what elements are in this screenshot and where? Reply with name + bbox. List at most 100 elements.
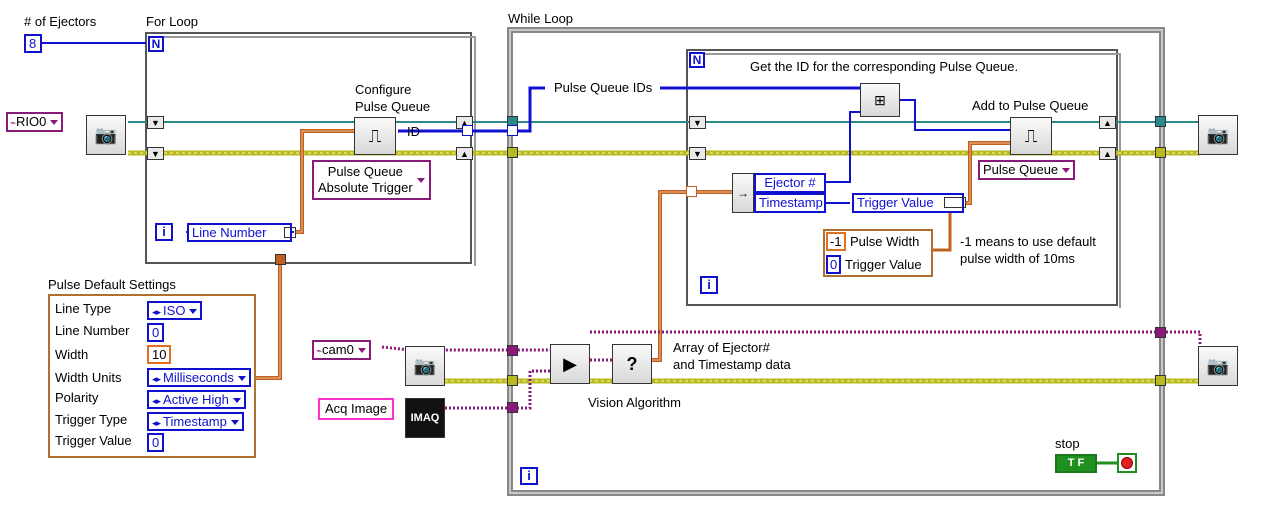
- pulse-default-settings-label: Pulse Default Settings: [48, 277, 176, 292]
- dropdown-arrow-icon: [50, 120, 59, 126]
- cam-error-tunnel: [507, 375, 518, 386]
- ejector-num-element[interactable]: Ejector #: [754, 173, 826, 193]
- error-tunnel-left: ▼: [147, 147, 164, 160]
- cam-error-tunnel-right: [1155, 375, 1166, 386]
- cam-resource-control[interactable]: ⌁cam0: [312, 340, 371, 360]
- add-to-pulse-queue-label: Add to Pulse Queue: [972, 98, 1089, 113]
- for-loop-iteration-terminal: i: [155, 223, 173, 241]
- dropdown-arrow-icon: [189, 309, 198, 315]
- array-comment-1: Array of Ejector#: [673, 340, 770, 355]
- trigger-value-bundle[interactable]: Trigger Value: [852, 193, 964, 213]
- settings-row-label-2: Width: [55, 347, 89, 362]
- dropdown-arrow-icon: [237, 376, 246, 382]
- num-ejectors-label: # of Ejectors: [24, 14, 97, 29]
- camera-close-icon: 📷: [1198, 346, 1238, 386]
- inner-error-tunnel-left: ▼: [689, 147, 706, 160]
- get-id-comment: Get the ID for the corresponding Pulse Q…: [750, 59, 1019, 74]
- configure-label-2: Pulse Queue: [355, 99, 431, 114]
- for-loop-label: For Loop: [146, 14, 199, 29]
- io-name-icon: ⌁: [316, 346, 323, 357]
- pulse-queue-absolute-ring[interactable]: Pulse Queue Absolute Trigger: [312, 160, 431, 200]
- stop-label: stop: [1055, 436, 1080, 451]
- trigger-value-label: Trigger Value: [845, 257, 922, 272]
- trigger-value-constant[interactable]: 0: [826, 255, 842, 274]
- settings-line-type[interactable]: ◂▸ISO: [147, 301, 203, 320]
- pulse-queue-ring-value: Pulse Queue: [983, 162, 1059, 177]
- error-shift-register-right: [1155, 147, 1166, 158]
- id-array-tunnel: [462, 125, 473, 136]
- settings-value-4: Active High: [163, 392, 229, 407]
- grab-icon[interactable]: ▶: [550, 344, 590, 384]
- imaq-create-icon: IMAQ: [405, 398, 445, 438]
- settings-width[interactable]: 10: [147, 345, 172, 364]
- dropdown-arrow-icon: [1062, 168, 1071, 174]
- settings-value-3: Milliseconds: [163, 370, 234, 385]
- cam-tunnel: [507, 345, 518, 356]
- loop-condition-terminal: [1117, 453, 1137, 473]
- default-width-comment-1: -1 means to use default: [960, 234, 1096, 249]
- settings-trigger-value[interactable]: 0: [147, 433, 165, 452]
- rio-resource-control[interactable]: ⌁RIO0: [6, 112, 64, 132]
- dropdown-arrow-icon: [416, 177, 425, 183]
- ref-shift-register-right: [1155, 116, 1166, 127]
- id-array-tunnel-while: [507, 125, 518, 136]
- settings-polarity[interactable]: ◂▸Active High: [147, 390, 246, 409]
- settings-row-label-0: Line Type: [55, 301, 112, 316]
- settings-row-label-6: Trigger Value: [55, 433, 132, 448]
- configure-label-1: Configure: [355, 82, 412, 97]
- bundle-terminal: [284, 227, 296, 238]
- for-loop-count-terminal: N: [148, 36, 164, 52]
- imaq-text: IMAQ: [410, 412, 440, 424]
- ring-text-1: Pulse Queue: [327, 164, 403, 179]
- image-tunnel: [507, 402, 518, 413]
- id-label: ID: [407, 124, 420, 139]
- pulse-width-constant[interactable]: -1: [826, 232, 846, 251]
- stop-condition-icon: [1121, 457, 1133, 469]
- vision-algorithm-icon[interactable]: ?: [612, 344, 652, 384]
- ring-text-2: Absolute Trigger: [318, 180, 413, 195]
- pulse-queue-ring[interactable]: Pulse Queue: [978, 160, 1076, 180]
- open-session-icon: 📷: [86, 115, 126, 155]
- error-tunnel-right: ▲: [456, 147, 473, 160]
- while-loop-iteration-terminal: i: [520, 467, 538, 485]
- dropdown-arrow-icon: [357, 348, 366, 354]
- error-shift-register-left: [507, 147, 518, 158]
- num-ejectors-control[interactable]: 8: [24, 34, 42, 53]
- dropdown-arrow-icon: [232, 398, 241, 404]
- configure-pulse-queue-icon[interactable]: ⎍: [354, 117, 396, 155]
- settings-value-5: Timestamp: [163, 414, 227, 429]
- default-width-comment-2: pulse width of 10ms: [960, 251, 1075, 266]
- close-session-icon: 📷: [1198, 115, 1238, 155]
- enum-arrows-icon: ◂▸: [152, 374, 162, 384]
- add-to-pulse-queue-icon[interactable]: ⎍: [1010, 117, 1052, 155]
- line-number-unbundle[interactable]: Line Number: [187, 223, 293, 242]
- enum-arrows-icon: ◂▸: [152, 307, 162, 317]
- inner-ref-tunnel-left: ▼: [689, 116, 706, 129]
- while-loop-label: While Loop: [508, 11, 574, 26]
- inner-error-tunnel-right: ▲: [1099, 147, 1116, 160]
- enum-arrows-icon: ◂▸: [152, 396, 162, 406]
- rio-value: RIO0: [16, 114, 47, 129]
- settings-line-number[interactable]: 0: [147, 323, 165, 342]
- settings-trigger-type[interactable]: ◂▸Timestamp: [147, 412, 244, 431]
- settings-row-label-1: Line Number: [55, 323, 130, 338]
- enum-arrows-icon: ◂▸: [152, 418, 162, 428]
- index-array-icon[interactable]: ⊞: [860, 83, 900, 117]
- timestamp-element[interactable]: Timestamp: [754, 193, 826, 213]
- settings-row-label-3: Width Units: [55, 370, 122, 385]
- settings-row-label-5: Trigger Type: [55, 412, 128, 427]
- bundle-by-name-terminal: [944, 197, 966, 208]
- acq-image-control[interactable]: Acq Image: [318, 398, 395, 420]
- settings-row-label-4: Polarity: [55, 390, 99, 405]
- settings-value-0: ISO: [163, 303, 186, 318]
- pulse-width-label: Pulse Width: [850, 234, 920, 249]
- camera-open-icon: 📷: [405, 346, 445, 386]
- inner-loop-count-terminal: N: [689, 52, 705, 68]
- stop-boolean-control[interactable]: T F: [1055, 454, 1097, 473]
- settings-width-units[interactable]: ◂▸Milliseconds: [147, 368, 251, 387]
- cam-tunnel-right: [1155, 327, 1166, 338]
- inner-loop-iteration-terminal: i: [700, 276, 718, 294]
- pulse-queue-ids-label: Pulse Queue IDs: [554, 80, 653, 95]
- io-name-icon: ⌁: [10, 118, 17, 129]
